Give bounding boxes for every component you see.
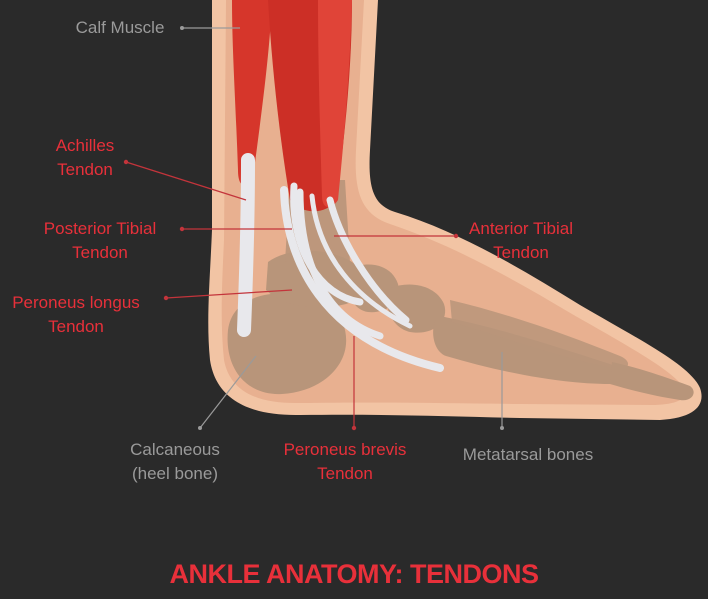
achilles-leader-dot bbox=[123, 159, 129, 165]
anterior-tibial-line-2: Tendon bbox=[493, 243, 549, 262]
metatarsal-bones-label: Metatarsal bones bbox=[448, 443, 608, 467]
anterior-tibial-leader-dot bbox=[453, 233, 459, 239]
leader-lines bbox=[123, 26, 504, 431]
posterior-tibial-tendon-label: Posterior Tibial Tendon bbox=[30, 217, 170, 265]
calcaneous-leader-dot bbox=[198, 426, 202, 430]
peroneus-brevis-tendon bbox=[296, 188, 384, 340]
extra-tendon bbox=[309, 193, 413, 329]
gastrocnemius-muscle bbox=[232, 0, 272, 185]
anterior-tibial-tendon-label: Anterior Tibial Tendon bbox=[456, 217, 586, 265]
peroneus-longus-tendon bbox=[280, 186, 444, 372]
posterior-tibial-line-1: Posterior Tibial bbox=[43, 219, 157, 238]
metatarsal-leader-dot bbox=[500, 426, 504, 430]
achilles-tendon bbox=[237, 153, 255, 337]
achilles-line-1: Achilles bbox=[55, 136, 115, 155]
page-title: ANKLE ANATOMY: TENDONS bbox=[169, 559, 540, 589]
anterior-tibial-line-1: Anterior Tibial bbox=[469, 219, 573, 238]
toe-bones bbox=[610, 362, 694, 401]
achilles-leader bbox=[125, 161, 247, 201]
calcaneous-line-1: Calcaneous bbox=[130, 440, 220, 459]
peroneus-brevis-line-2: Tendon bbox=[317, 464, 373, 483]
calf-muscle-text: Calf Muscle bbox=[75, 18, 165, 37]
calf-muscles bbox=[232, 0, 352, 212]
tendons bbox=[237, 153, 444, 372]
posterior-tibial-leader-dot bbox=[179, 226, 185, 232]
peroneus-longus-leader-dot bbox=[163, 295, 169, 301]
achilles-tendon-label: Achilles Tendon bbox=[30, 134, 140, 182]
metatarsal-bone-2 bbox=[450, 300, 629, 370]
calcaneous-line-2: (heel bone) bbox=[131, 464, 218, 483]
metatarsal-bone-1 bbox=[433, 316, 622, 384]
peroneus-longus-leader bbox=[165, 289, 293, 299]
peroneus-brevis-tendon-label: Peroneus brevis Tendon bbox=[270, 438, 420, 486]
metatarsal-text: Metatarsal bones bbox=[462, 445, 594, 464]
calcaneus-bone bbox=[227, 293, 347, 395]
calf-muscle-leader-dot bbox=[180, 26, 184, 30]
peroneus-longus-tendon-label: Peroneus longus Tendon bbox=[0, 291, 152, 339]
calcaneous-label: Calcaneous (heel bone) bbox=[116, 438, 234, 486]
peroneus-brevis-leader-dot bbox=[351, 425, 357, 431]
peroneus-longus-line-1: Peroneus longus bbox=[12, 293, 140, 312]
posterior-tibial-line-2: Tendon bbox=[72, 243, 128, 262]
achilles-line-2: Tendon bbox=[57, 160, 113, 179]
anterior-tibial-tendon bbox=[326, 196, 410, 324]
calcaneous-leader bbox=[199, 355, 257, 429]
calf-muscle-label: Calf Muscle bbox=[64, 16, 176, 40]
peroneus-brevis-line-1: Peroneus brevis bbox=[283, 440, 407, 459]
peroneus-longus-line-2: Tendon bbox=[48, 317, 104, 336]
anterior-muscle bbox=[318, 0, 352, 208]
